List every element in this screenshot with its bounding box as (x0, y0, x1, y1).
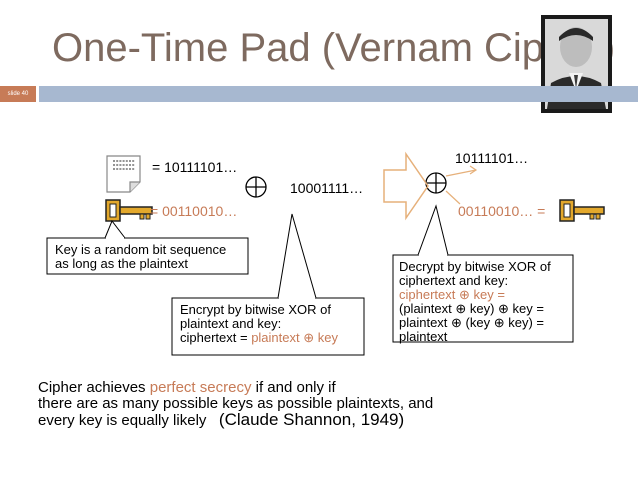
key-icon-right (559, 199, 605, 222)
portrait-photo (541, 15, 612, 113)
xor-icon-encrypt (245, 176, 267, 198)
callout-encrypt-text: Encrypt by bitwise XOR of plaintext and … (180, 303, 338, 345)
callout-key-line: as long as the plaintext (55, 256, 188, 271)
xor-icon-decrypt (425, 172, 447, 194)
footer-text: if and only if (251, 379, 336, 396)
perfect-secrecy-term: perfect secrecy (149, 379, 252, 396)
callout-decrypt-box (392, 254, 574, 343)
slide-number-label: slide 40 (0, 86, 36, 102)
perfect-secrecy-statement: Cipher achieves perfect secrecy if and o… (38, 380, 433, 429)
callout-decrypt-line: Decrypt by bitwise XOR of (399, 259, 551, 274)
key-value-right: 00110010… = (458, 203, 546, 219)
footer-line-3: every key is equally likely (Claude Shan… (38, 410, 433, 429)
document-icon (106, 155, 141, 193)
footer-line-2: there are as many possible keys as possi… (38, 395, 434, 412)
block-arrow-icon (383, 151, 429, 221)
ciphertext-value: 10001111… (290, 180, 364, 196)
callout-encrypt-line: ciphertext = plaintext ⊕ key (180, 331, 338, 345)
callout-decrypt-line: plaintext (399, 329, 448, 344)
callout-encrypt-box (171, 297, 365, 356)
callout-decrypt-line: ciphertext and key: (399, 273, 509, 288)
footer-text: Cipher achieves (38, 379, 150, 396)
callout-decrypt-line: plaintext ⊕ (key ⊕ key) = (399, 315, 544, 330)
callout-decrypt-line: (plaintext ⊕ key) ⊕ key = (399, 301, 544, 316)
callout-encrypt-line: plaintext and key: (180, 316, 282, 331)
callout-decrypt-text: Decrypt by bitwise XOR of ciphertext and… (399, 260, 551, 344)
callout-key-line: Key is a random bit sequence (55, 242, 227, 257)
key-icon-left (105, 199, 153, 222)
ciphertext-eq-label: ciphertext = (180, 330, 252, 345)
citation: (Claude Shannon, 1949) (218, 410, 405, 429)
header-bar (39, 86, 638, 102)
plaintext-value: = 10111101… (152, 159, 238, 175)
decrypted-value: 10111101… (455, 150, 529, 166)
callout-key-text: Key is a random bit sequence as long as … (55, 243, 226, 271)
callout-key-box (46, 237, 249, 275)
callout-decrypt-line: ciphertext ⊕ key = (399, 287, 505, 302)
callout-encrypt-line: Encrypt by bitwise XOR of (180, 302, 331, 317)
footer-text: every key is equally likely (38, 412, 207, 429)
key-value: = 00110010… (150, 203, 238, 219)
footer-line-1: Cipher achieves perfect secrecy if and o… (38, 380, 433, 396)
plaintext-xor-key: plaintext ⊕ key (251, 330, 338, 345)
page-title: One-Time Pad (Vernam Cipher) (52, 26, 616, 70)
